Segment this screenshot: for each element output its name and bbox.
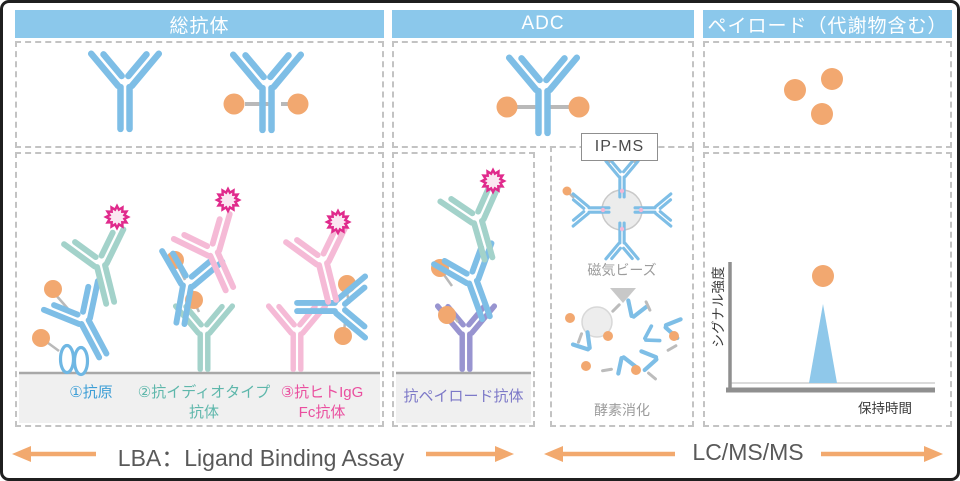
payload-dot [669, 331, 679, 341]
payload-dot [603, 331, 613, 341]
detection-antibody-icon [57, 219, 145, 315]
antigen-icon [58, 343, 76, 375]
box-lba-assays: ①抗原 ②抗イディオタイプ 抗体 ③抗ヒトIgG Fc抗体 [15, 152, 384, 427]
header-adc: ADC [392, 10, 694, 38]
box-chromatogram: シグナル強度 保持時間 [703, 152, 952, 427]
magnetic-bead-complex [562, 150, 676, 264]
payload-dot [565, 313, 575, 323]
adc-antibody-icon [496, 47, 590, 137]
chromatogram-plot [726, 262, 935, 393]
arrow-right-icon [495, 446, 514, 462]
assay-plate-surface [396, 373, 531, 423]
antigen-icon [72, 345, 90, 377]
ip-ms-scene [562, 150, 684, 381]
arrow-left-icon [544, 446, 563, 462]
box-ip-ms: 磁気ビーズ 酵素消化 [550, 146, 694, 427]
payload-scene [784, 68, 843, 125]
anti-payload-scene [396, 168, 531, 423]
header-payload-label: ペイロード（代謝物含む） [707, 15, 948, 37]
box-adc [392, 41, 694, 148]
header-total-antibody: 総抗体 [15, 10, 384, 38]
payload-dot [568, 96, 590, 118]
detection-label-icon [215, 187, 241, 213]
enzyme-digestion-cluster [565, 296, 684, 381]
payload-dot [562, 186, 572, 196]
box-payload [703, 41, 952, 148]
label-anti-igg-fc: ③抗ヒトIgG Fc抗体 [280, 384, 364, 421]
x-axis-label: 保持時間 [858, 401, 912, 416]
total-antibody-scene [86, 43, 309, 134]
payload-dot [32, 329, 50, 347]
detection-label-icon [104, 204, 130, 230]
footer-arrows [12, 446, 943, 462]
label-lcmsms: LC/MS/MS [692, 439, 804, 465]
magnetic-bead-icon [601, 189, 643, 231]
magnetic-bead-icon [581, 306, 613, 338]
payload-dot [811, 103, 833, 125]
antibody-fragment-icon [638, 345, 662, 374]
label-anti-payload: 抗ペイロード抗体 [403, 388, 524, 405]
payload-dot [821, 68, 843, 90]
label-magnetic-beads: 磁気ビーズ [587, 262, 657, 278]
header-total-antibody-label: 総抗体 [169, 15, 230, 37]
adc-antibody-icon [223, 44, 309, 134]
chromatogram-peak [809, 304, 837, 383]
assay-plate-surface [19, 373, 380, 423]
box-total-antibody [15, 41, 384, 148]
payload-dot [334, 327, 352, 345]
assay-anti-igg-fc [264, 209, 375, 372]
adc-scene [496, 47, 590, 137]
label-lba: LBA：Ligand Binding Assay [117, 445, 405, 471]
label-enzyme-digestion: 酵素消化 [594, 402, 650, 418]
label-anti-idiotype: ②抗イディオタイプ 抗体 [137, 384, 271, 421]
payload-dot [784, 79, 806, 101]
arrow-left-icon [12, 446, 31, 462]
payload-dot [631, 365, 641, 375]
y-axis-label: シグナル強度 [711, 266, 726, 348]
payload-dot [581, 361, 591, 371]
antibody-icon [86, 43, 164, 133]
arrow-right-icon [924, 446, 943, 462]
assay-antigen-capture [32, 204, 145, 377]
down-arrow-icon [610, 288, 636, 303]
payload-dot [44, 280, 62, 298]
assay-anti-idiotype [145, 187, 263, 372]
lba-assays-scene [19, 187, 380, 423]
ip-ms-tag: IP-MS [581, 133, 658, 161]
header-adc-label: ADC [521, 13, 565, 34]
box-anti-payload-assay: 抗ペイロード抗体 [392, 152, 535, 427]
payload-dot [438, 306, 456, 324]
payload-dot [287, 93, 309, 115]
payload-dot [223, 93, 245, 115]
antibody-fragment-icon [637, 322, 664, 350]
header-payload: ペイロード（代謝物含む） [703, 10, 952, 38]
label-antigen: ①抗原 [69, 384, 113, 401]
payload-dot [496, 96, 518, 118]
payload-dot [812, 265, 834, 287]
